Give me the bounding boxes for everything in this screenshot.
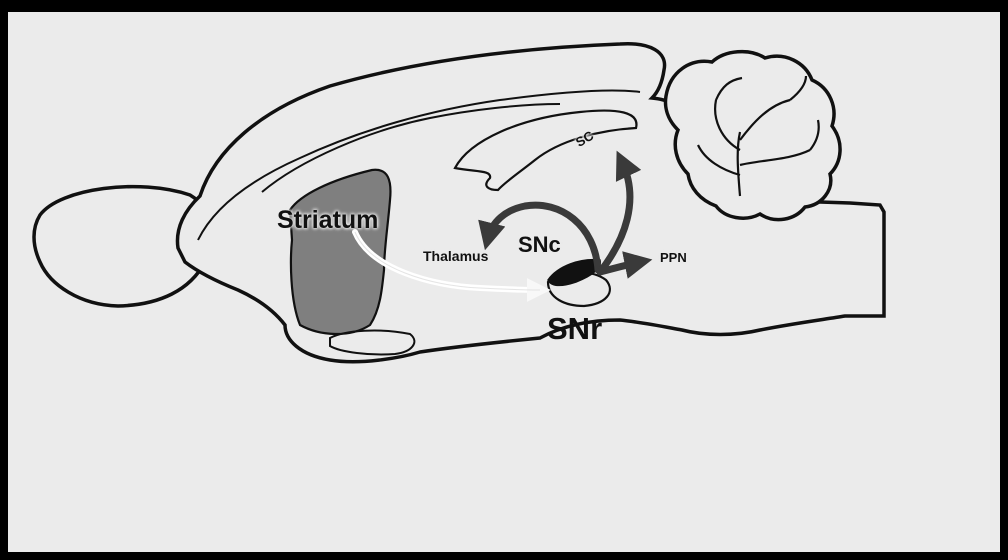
thalamus-label: Thalamus [423,249,488,263]
snc-label: SNc [518,234,561,256]
ppn-label: PPN [660,251,687,264]
striatum-label: Striatum [277,208,378,233]
snr-label: SNr [547,313,602,344]
